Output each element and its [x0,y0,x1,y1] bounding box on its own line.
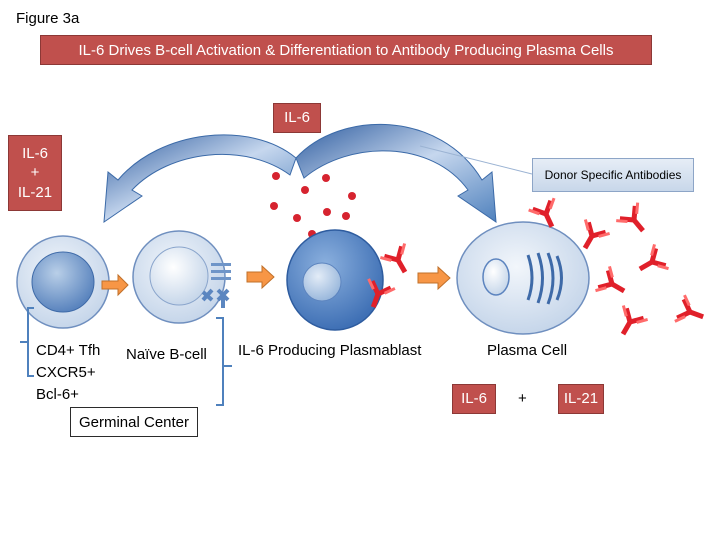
plasmablast-cell [286,229,384,331]
bracket-gc-right [216,317,224,406]
plasmablast-label: IL-6 Producing Plasmablast [238,342,422,359]
il6-molecules [270,172,356,240]
il6-top-label: IL-6 [273,103,321,133]
tfh-cell-label: CD4+ Tfh CXCR5+ Bcl-6+ [36,340,100,406]
naive-b-cell-label: Naïve B-cell [126,346,207,363]
curved-arrow-left [103,134,297,224]
il6-il21-line1: IL-6 [22,144,48,162]
figure-title: IL-6 Drives B-cell Activation & Differen… [40,35,652,65]
orange-arrow-1 [101,273,129,297]
tfh-line3: Bcl-6+ [36,386,79,403]
il6-il21-label: IL-6 + IL-21 [8,135,62,211]
il6-il21-line2: + [30,164,40,182]
tfh-line1: CD4+ Tfh [36,342,101,359]
il6-bottom-label: IL-6 [452,384,496,414]
tfh-line2: CXCR5+ [36,364,96,381]
donor-specific-antibodies-label: Donor Specific Antibodies [532,158,694,192]
naive-b-cell [132,230,231,324]
plus-sign: + [518,390,527,407]
figure-label: Figure 3a [16,10,80,27]
orange-arrow-3 [417,265,451,291]
bracket-tfh-left [27,307,34,377]
il6-il21-line3: IL-21 [17,183,53,201]
il21-bottom-label: IL-21 [558,384,604,414]
germinal-center-label: Germinal Center [70,407,198,437]
plasma-cell-label: Plasma Cell [487,342,568,359]
tfh-cell [16,235,110,329]
plasma-cell [456,221,590,335]
orange-arrow-2 [246,264,275,290]
callout-line [419,145,533,175]
curved-arrow-right [295,123,497,224]
